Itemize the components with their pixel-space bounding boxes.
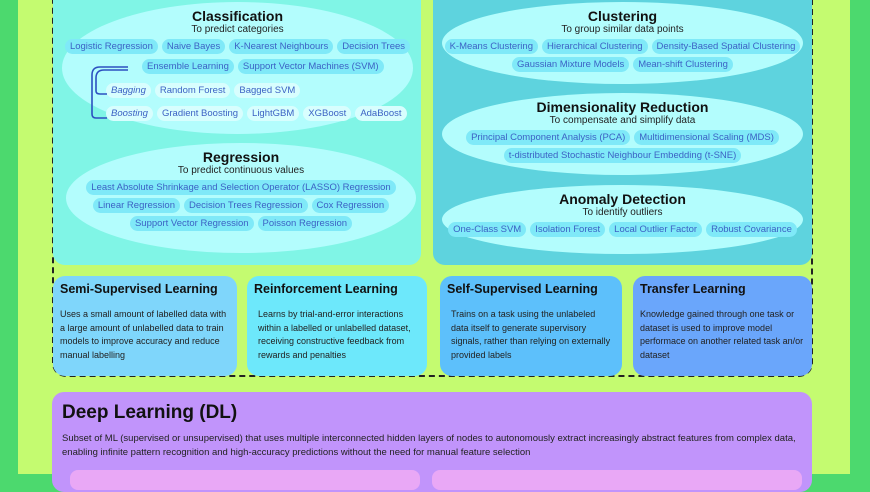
clustering-row: K-Means Clustering Hierarchical Clusteri… <box>442 39 803 54</box>
pill: Robust Covariance <box>706 222 797 237</box>
pill: K-Means Clustering <box>444 39 538 54</box>
dimred-row: t-distributed Stochastic Neighbour Embed… <box>442 148 803 163</box>
clustering-subtitle: To group similar data points <box>561 24 684 35</box>
pill: One-Class SVM <box>448 222 527 237</box>
pill: Poisson Regression <box>257 216 353 231</box>
pill: Ensemble Learning <box>142 59 234 74</box>
anomaly-title: Anomaly Detection <box>559 191 686 207</box>
regression-title: Regression <box>202 149 280 165</box>
dimred-title: Dimensionality Reduction <box>536 99 709 115</box>
anomaly-row: One-Class SVM Isolation Forest Local Out… <box>442 222 803 237</box>
pill: Linear Regression <box>92 198 180 213</box>
bagging-label: Bagging <box>106 83 151 98</box>
classification-row: Logistic Regression Naive Bayes K-Neares… <box>62 39 413 54</box>
pill: Least Absolute Shrinkage and Selection O… <box>86 180 396 195</box>
pill: Bagged SVM <box>234 83 301 98</box>
pill: Random Forest <box>154 83 231 98</box>
dl-subpanel <box>70 470 420 490</box>
regression-subtitle: To predict continuous values <box>177 165 305 176</box>
pill: Local Outlier Factor <box>609 222 703 237</box>
card-title: Transfer Learning <box>640 282 746 296</box>
pill: AdaBoost <box>355 106 407 121</box>
anomaly-detection-group: Anomaly Detection To identify outliers O… <box>442 185 803 254</box>
self-supervised-card: Self-Supervised Learning Trains on a tas… <box>440 276 622 376</box>
pill: Naive Bayes <box>161 39 226 54</box>
anomaly-subtitle: To identify outliers <box>582 207 663 218</box>
pill: Support Vector Machines (SVM) <box>237 59 384 74</box>
deep-learning-text: Subset of ML (supervised or unsupervised… <box>62 433 796 458</box>
pill: Decision Trees Regression <box>183 198 308 213</box>
card-title: Self-Supervised Learning <box>447 282 598 296</box>
semi-supervised-card: Semi-Supervised Learning Uses a small am… <box>53 276 237 376</box>
card-text: Uses a small amount of labelled data wit… <box>60 309 227 360</box>
pill: Gradient Boosting <box>156 106 244 121</box>
regression-row: Least Absolute Shrinkage and Selection O… <box>66 180 416 195</box>
card-title: Semi-Supervised Learning <box>60 282 218 296</box>
deep-learning-title: Deep Learning (DL) <box>62 402 238 423</box>
dimred-subtitle: To compensate and simplify data <box>549 115 696 126</box>
pill: Cox Regression <box>311 198 390 213</box>
bagging-row: Bagging Random Forest Bagged SVM <box>106 83 413 98</box>
ensemble-bracket-icon <box>91 66 128 119</box>
boosting-label: Boosting <box>106 106 153 121</box>
boosting-row: Boosting Gradient Boosting LightGBM XGBo… <box>106 106 413 121</box>
regression-group: Regression To predict continuous values … <box>66 143 416 253</box>
pill: Multidimensional Scaling (MDS) <box>634 130 779 145</box>
pill: Principal Component Analysis (PCA) <box>466 130 631 145</box>
dimred-row: Principal Component Analysis (PCA) Multi… <box>442 130 803 145</box>
regression-row: Support Vector Regression Poisson Regres… <box>66 216 416 231</box>
pill: Logistic Regression <box>64 39 158 54</box>
clustering-title: Clustering <box>587 8 658 24</box>
transfer-learning-card: Transfer Learning Knowledge gained throu… <box>633 276 812 376</box>
pill: XGBoost <box>303 106 352 121</box>
card-text: Trains on a task using the unlabeled dat… <box>451 309 611 360</box>
card-text: Knowledge gained through one task or dat… <box>640 309 804 360</box>
card-title: Reinforcement Learning <box>254 282 398 296</box>
pill: t-distributed Stochastic Neighbour Embed… <box>503 148 742 163</box>
classification-row: Ensemble Learning Support Vector Machine… <box>142 59 413 74</box>
pill: Gaussian Mixture Models <box>512 57 630 72</box>
clustering-row: Gaussian Mixture Models Mean-shift Clust… <box>442 57 803 72</box>
pill: Hierarchical Clustering <box>541 39 648 54</box>
clustering-group: Clustering To group similar data points … <box>442 2 803 84</box>
pill: K-Nearest Neighbours <box>229 39 334 54</box>
classification-subtitle: To predict categories <box>191 24 284 35</box>
classification-group: Classification To predict categories Log… <box>62 2 413 134</box>
classification-title: Classification <box>191 8 284 24</box>
pill: LightGBM <box>247 106 300 121</box>
pill: Support Vector Regression <box>129 216 254 231</box>
pill: Mean-shift Clustering <box>633 57 733 72</box>
pill: Decision Trees <box>337 39 411 54</box>
dimensionality-reduction-group: Dimensionality Reduction To compensate a… <box>442 93 803 175</box>
pill: Density-Based Spatial Clustering <box>651 39 801 54</box>
regression-row: Linear Regression Decision Trees Regress… <box>66 198 416 213</box>
dl-subpanel <box>432 470 802 490</box>
reinforcement-card: Reinforcement Learning Learns by trial-a… <box>247 276 427 376</box>
pill: Isolation Forest <box>530 222 606 237</box>
card-text: Learns by trial-and-error interactions w… <box>258 309 411 360</box>
